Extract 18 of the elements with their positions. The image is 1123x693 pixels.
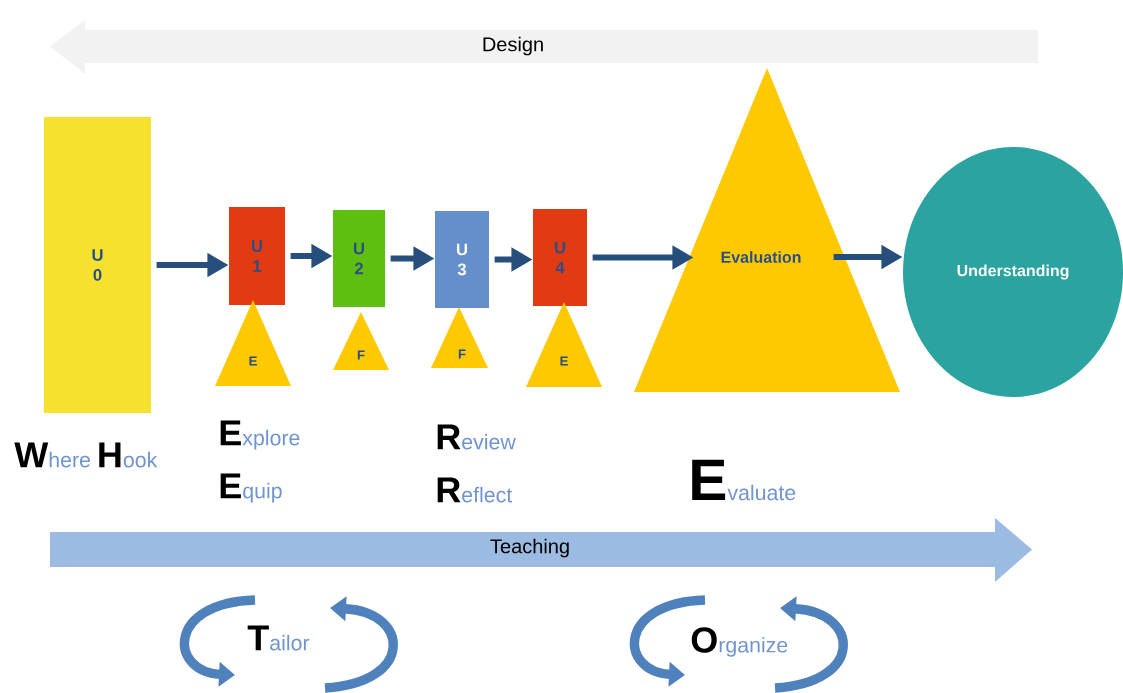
acronym-word: Tailor [247,625,310,651]
unit-box: U 3 [435,211,489,308]
unit-box: U 4 [533,209,587,306]
triangle: F [431,307,488,368]
unit-box: U 1 [229,207,285,305]
acronym-word: Organize [691,627,788,657]
unit-box: U 0 [44,117,151,413]
unit-box: U 2 [333,210,385,307]
acronym-word: Explore [220,420,300,450]
triangle: E [215,300,291,386]
acronym-word: Review [437,424,516,450]
triangle: Evaluation [634,68,900,392]
triangle: E [526,302,602,387]
triangle: F [333,312,389,370]
acronym-word: Evaluate [692,459,796,501]
acronym-word: Equip [220,473,282,503]
acronym-word: Reflect [437,477,513,503]
acronym-word: Where Hook [14,442,158,468]
